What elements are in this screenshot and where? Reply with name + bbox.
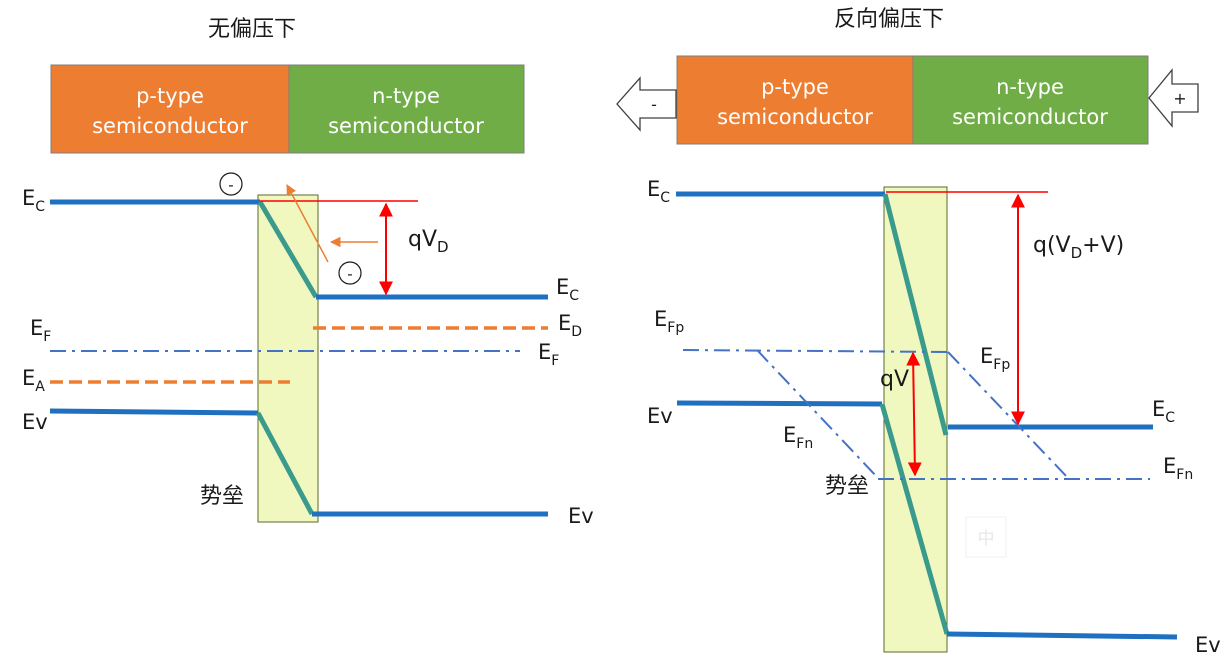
right-ev-bend bbox=[879, 403, 950, 635]
right-label-qv: qV bbox=[880, 367, 909, 392]
right-label-barrier: 势垒 bbox=[825, 474, 869, 499]
left-title: 无偏压下 bbox=[208, 17, 296, 42]
svg-text:-: - bbox=[228, 176, 233, 194]
right-efp-slope bbox=[947, 351, 1069, 479]
right-label-ec-p: EC bbox=[647, 177, 670, 206]
svg-text:-: - bbox=[651, 95, 657, 114]
left-label-ev-n: Ev bbox=[568, 504, 594, 528]
right-n-type-box bbox=[912, 55, 1149, 145]
right-efp-line bbox=[682, 349, 949, 353]
svg-text:中: 中 bbox=[978, 529, 995, 549]
right-label-ev-n: Ev bbox=[1195, 633, 1221, 657]
svg-text:-: - bbox=[347, 265, 352, 283]
right-label-ev-p: Ev bbox=[647, 404, 673, 428]
left-n-box-line1: n-type bbox=[372, 84, 440, 108]
right-p-type-box bbox=[676, 55, 914, 145]
right-efn-slope bbox=[756, 349, 879, 479]
right-label-efp-left: EFp bbox=[654, 307, 684, 336]
left-p-box-line2: semiconductor bbox=[92, 114, 248, 138]
right-n-box-line1: n-type bbox=[996, 75, 1064, 99]
left-label-ed: ED bbox=[558, 311, 582, 340]
left-panel: 无偏压下 p-type semiconductor n-type semicon… bbox=[22, 17, 594, 528]
right-ev-p-line bbox=[676, 400, 883, 407]
right-p-box-line2: semiconductor bbox=[717, 105, 873, 129]
left-n-type-box bbox=[288, 64, 525, 154]
left-label-ev-p: Ev bbox=[22, 410, 48, 434]
left-p-type-box bbox=[50, 64, 290, 154]
right-barrier-region bbox=[883, 186, 948, 653]
svg-text:+: + bbox=[1173, 89, 1186, 108]
right-label-ec-n: EC bbox=[1152, 397, 1175, 426]
left-label-ea: EA bbox=[22, 366, 45, 395]
left-label-ec-n: EC bbox=[556, 275, 579, 304]
right-label-efp-mid: EFp bbox=[980, 344, 1010, 373]
right-ev-n-line bbox=[946, 631, 1178, 640]
left-electron-2: - bbox=[338, 261, 362, 285]
right-panel: 反向偏压下 p-type semiconductor n-type semico… bbox=[616, 7, 1221, 657]
left-ec-bend bbox=[257, 200, 319, 299]
left-n-box-line2: semiconductor bbox=[328, 114, 484, 138]
right-label-q-vd-v: q(VD+V) bbox=[1033, 233, 1124, 262]
left-ev-bend bbox=[255, 411, 315, 516]
right-ec-bend bbox=[882, 193, 949, 436]
left-label-qvd: qVD bbox=[408, 227, 449, 256]
right-title: 反向偏压下 bbox=[834, 7, 944, 32]
left-label-ef-n: EF bbox=[538, 340, 559, 369]
right-qv-arrow bbox=[906, 351, 922, 477]
right-label-efn-right: EFn bbox=[1163, 454, 1193, 483]
left-p-box-line1: p-type bbox=[136, 84, 204, 108]
watermark-icon: 中 bbox=[965, 516, 1007, 558]
left-electron-1: - bbox=[219, 172, 243, 196]
right-positive-terminal-arrow: + bbox=[1148, 68, 1199, 128]
right-negative-terminal-arrow: - bbox=[616, 76, 677, 132]
right-label-efn-mid: EFn bbox=[783, 423, 813, 452]
left-label-ec-p: EC bbox=[22, 186, 45, 215]
right-p-box-line1: p-type bbox=[761, 75, 829, 99]
left-electron-diffusion-arrow bbox=[286, 184, 329, 263]
left-ev-p-line bbox=[49, 408, 259, 416]
left-label-barrier: 势垒 bbox=[200, 484, 244, 509]
left-label-ef-p: EF bbox=[30, 316, 51, 345]
right-n-box-line2: semiconductor bbox=[952, 105, 1108, 129]
